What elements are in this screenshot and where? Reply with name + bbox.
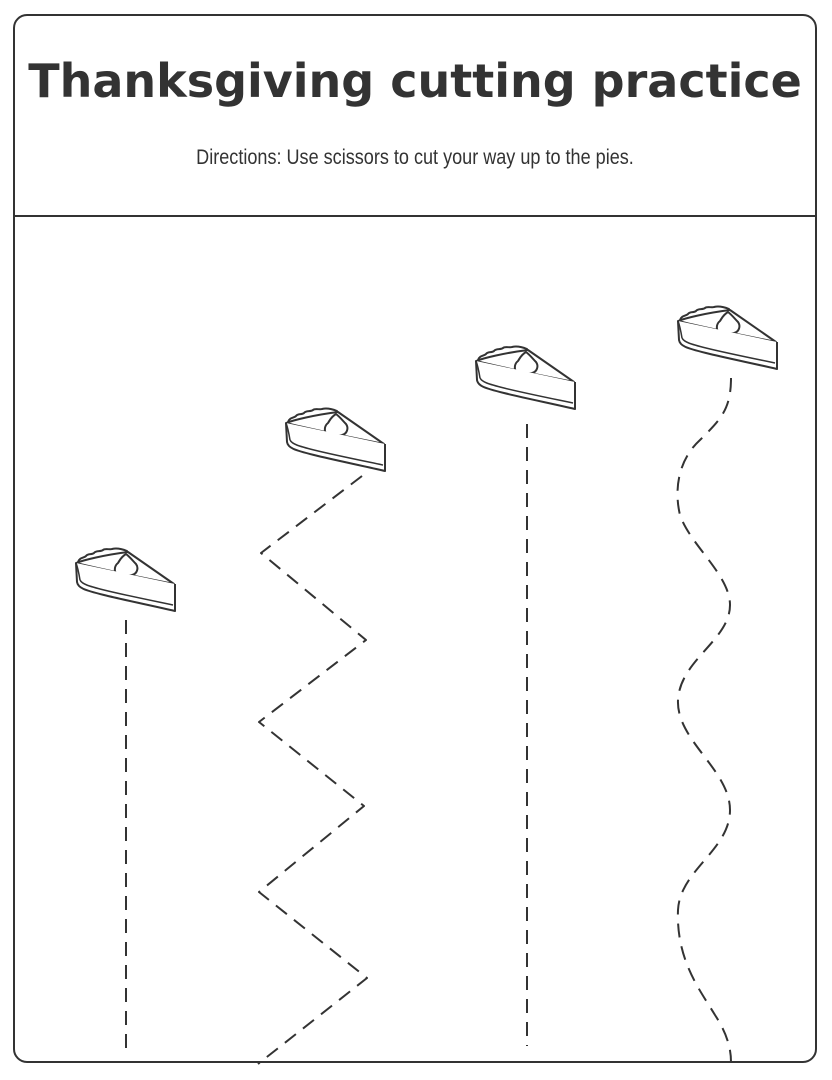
- pie-slice-icon: [677, 305, 778, 370]
- pie-slice-icon: [75, 547, 176, 612]
- worksheet-header: Thanksgiving cutting practice Directions…: [15, 16, 815, 217]
- pie-slice-icon: [285, 407, 386, 472]
- worksheet-frame: Thanksgiving cutting practice Directions…: [13, 14, 817, 1063]
- track-wavy: [676, 305, 778, 1063]
- track-straight-1: [75, 547, 176, 1050]
- zigzag-cut-line: [257, 475, 368, 1065]
- page-title: Thanksgiving cutting practice: [28, 54, 802, 108]
- track-zigzag: [257, 407, 386, 1065]
- pie-slice-icon: [475, 345, 576, 410]
- directions-text: Directions: Use scissors to cut your way…: [196, 146, 634, 169]
- wavy-cut-line: [676, 377, 732, 1063]
- track-straight-2: [475, 345, 576, 1046]
